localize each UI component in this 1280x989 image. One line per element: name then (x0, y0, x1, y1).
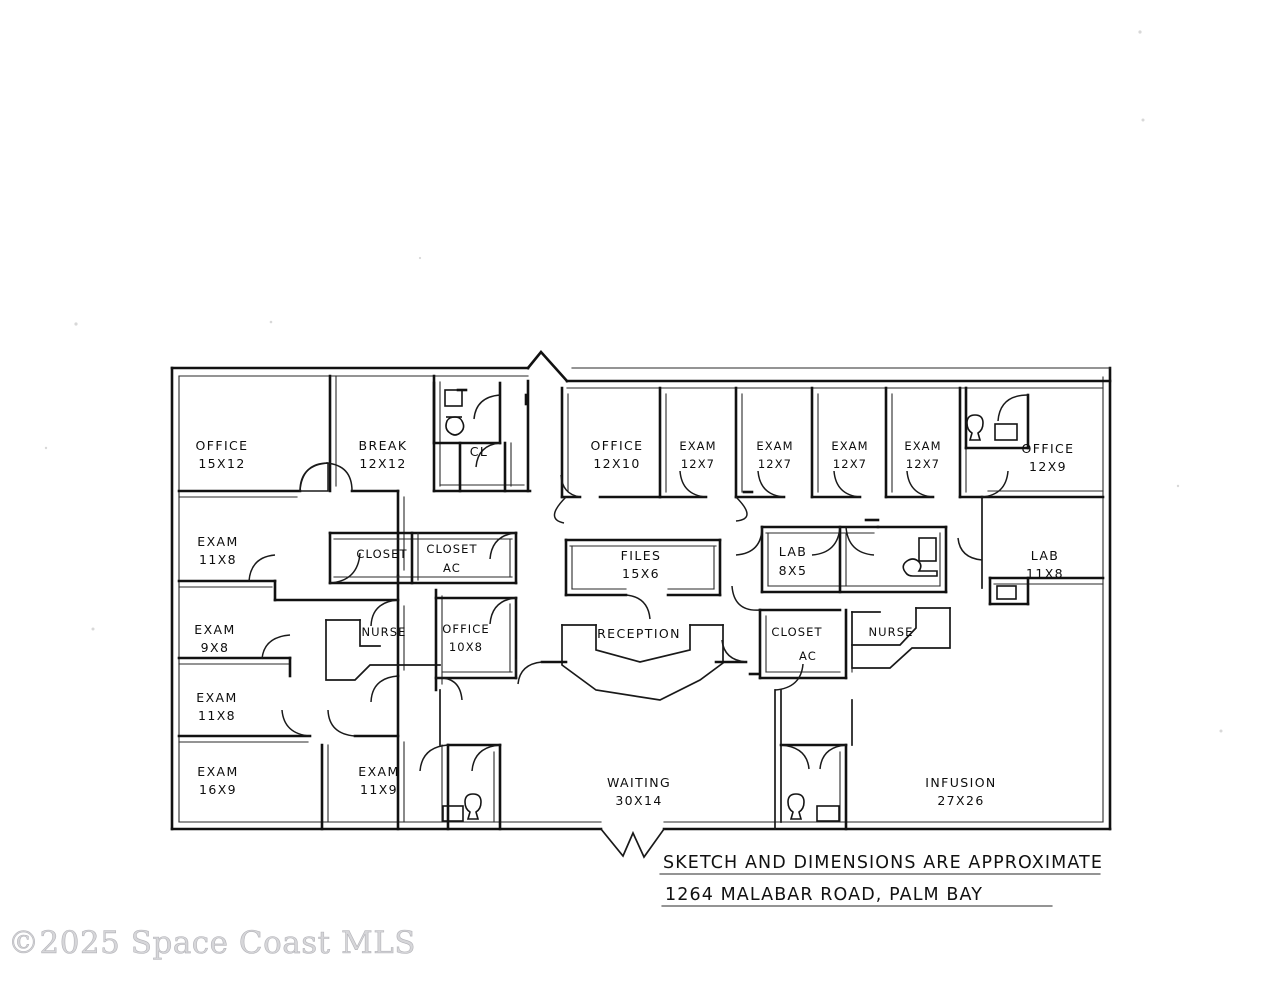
room-name: EXAM (756, 439, 793, 453)
room-label-closet-cl: CL (470, 444, 489, 459)
exam-row-walls (560, 386, 984, 499)
room-labels: OFFICE 15X12 EXAM 11X8 EXAM 9X8 EXAM 11X… (194, 438, 1075, 808)
room-dims: 9X8 (201, 640, 230, 655)
room-dims: 12X12 (359, 456, 406, 471)
room-dims: 12X7 (906, 457, 940, 471)
room-label-exam-11x8-b: EXAM 11X8 (196, 690, 237, 723)
room-name: EXAM (831, 439, 868, 453)
room-label-nurse-left: NURSE (361, 625, 406, 639)
room-label-files-15x6: FILES 15X6 (621, 548, 662, 581)
room-label-closet-ac-left: CLOSET AC (426, 542, 477, 575)
restroom-fixtures-topleft (444, 389, 465, 436)
room-dims: 12X9 (1029, 459, 1067, 474)
room-name: OFFICE (1022, 441, 1075, 456)
room-name: NURSE (361, 625, 406, 639)
room-dims: 12X7 (833, 457, 867, 471)
room-label-nurse-right: NURSE (868, 625, 913, 639)
room-label-office-10x8: OFFICE 10X8 (442, 622, 490, 654)
restroom-fixtures-waiting (787, 793, 840, 822)
room-dims: 27X26 (937, 793, 984, 808)
paper-specks (44, 30, 1223, 733)
room-name: CLOSET (356, 547, 407, 561)
caption-line-2: 1264 MALABAR ROAD, PALM BAY (665, 885, 983, 905)
room-name: CLOSET (771, 625, 822, 639)
room-name: CL (470, 444, 489, 459)
room-name: LAB (779, 544, 808, 559)
room-dims: 11X9 (360, 782, 398, 797)
room-dims: 12X10 (593, 456, 640, 471)
main-entry-doors (599, 827, 666, 859)
room-name: EXAM (197, 534, 238, 549)
restroom-fixtures-lab (902, 537, 938, 577)
room-name: CLOSET (426, 542, 477, 556)
left-wing-walls (177, 374, 532, 831)
files-room-walls (564, 538, 722, 597)
reception-counter (540, 624, 748, 701)
room-dims: AC (443, 561, 461, 575)
room-label-lab-11x8: LAB 11X8 (1026, 548, 1064, 581)
room-dims: 11X8 (199, 552, 237, 567)
room-label-closet-left: CLOSET (356, 547, 407, 561)
room-label-exam-12x7-d: EXAM 12X7 (904, 439, 941, 471)
right-wing-walls (758, 386, 1105, 831)
room-label-exam-11x8-a: EXAM 11X8 (197, 534, 238, 567)
room-label-waiting-30x14: WAITING 30X14 (607, 775, 671, 808)
room-name: BREAK (359, 438, 408, 453)
room-label-closet-ac-mid: CLOSET AC (771, 625, 822, 663)
room-label-reception: RECEPTION (597, 626, 681, 641)
room-name: OFFICE (442, 622, 490, 636)
room-dims: 30X14 (615, 793, 662, 808)
room-dims: 8X5 (779, 563, 808, 578)
restroom-fixtures-office12x9 (966, 414, 1018, 441)
room-name: FILES (621, 548, 662, 563)
room-dims: 15X6 (622, 566, 660, 581)
door-jambs (456, 388, 880, 676)
room-name: OFFICE (591, 438, 644, 453)
room-dims: 16X9 (199, 782, 237, 797)
room-name: EXAM (904, 439, 941, 453)
building-outer-walls (170, 349, 1112, 831)
room-label-exam-16x9: EXAM 16X9 (197, 764, 238, 797)
room-dims: 11X8 (198, 708, 236, 723)
room-dims: 11X8 (1026, 566, 1064, 581)
room-label-break-12x12: BREAK 12X12 (359, 438, 408, 471)
door-swings (248, 394, 1029, 772)
room-label-exam-12x7-c: EXAM 12X7 (831, 439, 868, 471)
room-dims: 10X8 (449, 640, 483, 654)
room-name: EXAM (679, 439, 716, 453)
room-dims: 12X7 (758, 457, 792, 471)
center-core-walls (325, 531, 518, 746)
room-name: OFFICE (196, 438, 249, 453)
room-name: EXAM (197, 764, 238, 779)
room-label-exam-12x7-b: EXAM 12X7 (756, 439, 793, 471)
mls-copyright-watermark: ©2025 Space Coast MLS (8, 925, 417, 962)
room-name: LAB (1031, 548, 1060, 563)
lab-counter-fixture (996, 585, 1017, 600)
room-name: INFUSION (925, 775, 996, 790)
room-dims: AC (799, 649, 817, 663)
room-dims: 15X12 (198, 456, 245, 471)
room-name: EXAM (196, 690, 237, 705)
restroom-fixtures-exam11x9 (442, 793, 482, 822)
room-label-office-12x10: OFFICE 12X10 (591, 438, 644, 471)
room-label-exam-12x7-a: EXAM 12X7 (679, 439, 716, 471)
room-name: EXAM (194, 622, 235, 637)
room-dims: 12X7 (681, 457, 715, 471)
room-label-exam-11x9: EXAM 11X9 (358, 764, 399, 797)
room-name: EXAM (358, 764, 399, 779)
sketch-caption: SKETCH AND DIMENSIONS ARE APPROXIMATE 12… (659, 853, 1103, 907)
room-label-infusion-27x26: INFUSION 27X26 (925, 775, 996, 808)
room-label-exam-9x8: EXAM 9X8 (194, 622, 235, 655)
room-name: RECEPTION (597, 626, 681, 641)
room-label-office-12x9: OFFICE 12X9 (1022, 441, 1075, 474)
room-name: NURSE (868, 625, 913, 639)
room-name: WAITING (607, 775, 671, 790)
caption-line-1: SKETCH AND DIMENSIONS ARE APPROXIMATE (663, 853, 1103, 873)
room-label-lab-8x5: LAB 8X5 (779, 544, 808, 578)
room-label-office-15x12: OFFICE 15X12 (196, 438, 249, 471)
